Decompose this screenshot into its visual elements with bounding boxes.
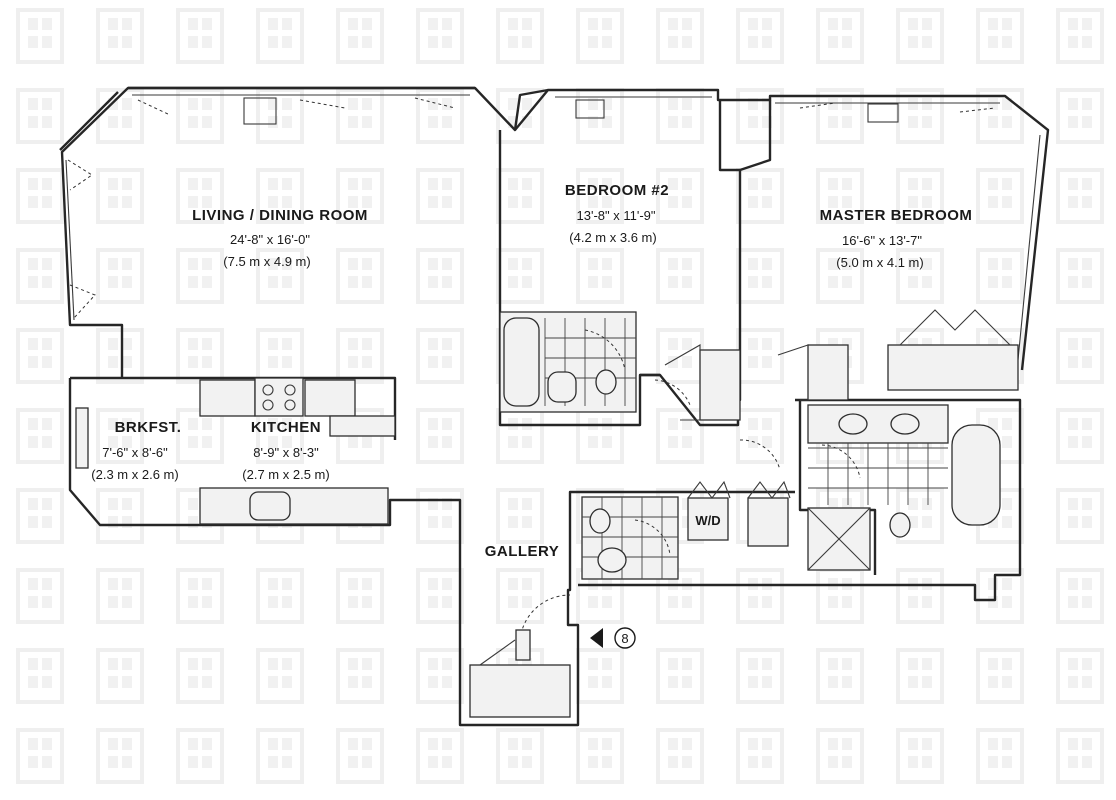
door-swings <box>584 329 861 556</box>
breakfast-dim-imperial: 7'-6" x 8'-6" <box>102 445 168 460</box>
master-sink-1-icon <box>838 413 868 435</box>
hall-sink-icon <box>597 547 627 573</box>
bedroom2-dim-imperial: 13'-8" x 11'-9" <box>577 208 656 223</box>
entry <box>469 594 571 718</box>
entry-marker-label: 8 <box>621 631 628 646</box>
master-tub-icon <box>951 424 1001 526</box>
bath2-toilet-icon <box>595 369 617 395</box>
bedroom2-dim-metric: (4.2 m x 3.6 m) <box>569 230 656 245</box>
entry-marker: 8 <box>590 627 636 649</box>
bath2-sink-icon <box>547 371 577 403</box>
kitchen-fixtures <box>75 377 396 525</box>
living-room-dim-metric: (7.5 m x 4.9 m) <box>223 254 310 269</box>
bedroom2-name: BEDROOM #2 <box>565 182 669 199</box>
master-toilet-icon <box>889 512 911 538</box>
kitchen-name: KITCHEN <box>251 419 321 436</box>
room-labels: LIVING / DINING ROOM 24'-8" x 16'-0" (7.… <box>91 182 972 560</box>
master-bedroom-name: MASTER BEDROOM <box>820 207 973 224</box>
bathtub-icon <box>503 317 540 407</box>
living-room-dim-imperial: 24'-8" x 16'-0" <box>230 232 310 247</box>
kitchen-dim-metric: (2.7 m x 2.5 m) <box>242 467 329 482</box>
master-bath <box>807 404 1001 571</box>
master-sink-2-icon <box>890 413 920 435</box>
master-bedroom-dim-imperial: 16'-6" x 13'-7" <box>842 233 922 248</box>
kitchen-dim-imperial: 8'-9" x 8'-3" <box>253 445 319 460</box>
washer-dryer-icon <box>687 497 729 541</box>
washer-dryer-label: W/D <box>695 513 720 528</box>
master-bedroom-dim-metric: (5.0 m x 4.1 m) <box>836 255 923 270</box>
hall-toilet-icon <box>589 508 611 534</box>
bath-2 <box>499 311 637 413</box>
stove-icon <box>254 377 304 417</box>
breakfast-name: BRKFST. <box>115 419 182 436</box>
sink-icon <box>249 491 291 521</box>
gallery-name: GALLERY <box>485 543 560 560</box>
entry-arrow-icon <box>590 628 603 648</box>
breakfast-dim-metric: (2.3 m x 2.6 m) <box>91 467 178 482</box>
hall-bath <box>581 480 791 580</box>
windows <box>65 94 1041 361</box>
hall-closets <box>664 309 1019 421</box>
living-room-name: LIVING / DINING ROOM <box>192 207 368 224</box>
